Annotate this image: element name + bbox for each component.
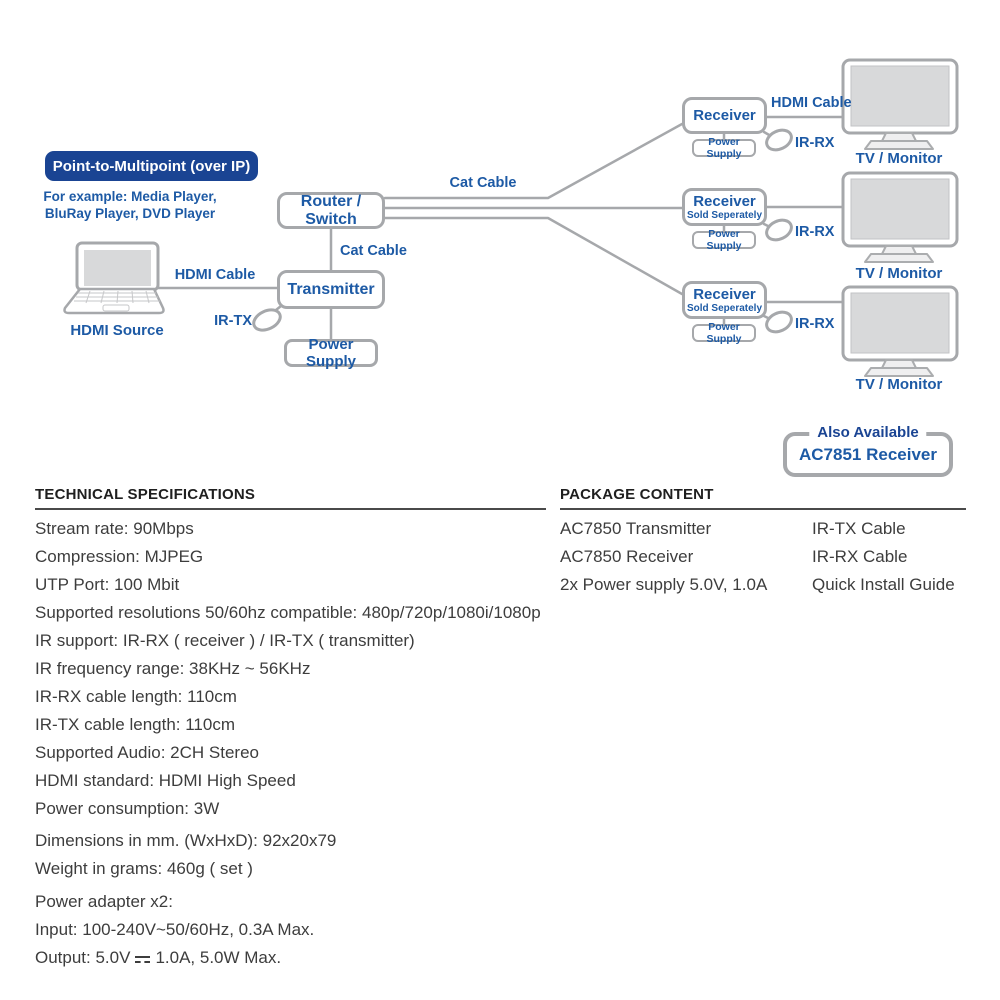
ir-tx-dongle	[252, 308, 282, 332]
receiver3-power-supply-box: Power Supply	[692, 321, 756, 345]
spec-line: Power adapter x2:	[35, 892, 173, 911]
receiver1-power-supply-box: Power Supply	[692, 136, 756, 160]
tv-screen	[850, 292, 950, 354]
specs-divider	[35, 508, 546, 510]
laptop-keyboard	[74, 290, 160, 304]
tv-monitor-label-2: TV / Monitor	[855, 265, 943, 282]
spec-line: Supported Audio: 2CH Stereo	[35, 743, 259, 762]
tv-stand-neck	[881, 245, 917, 255]
laptop-screen	[84, 250, 151, 286]
output-suffix: 1.0A, 5.0W Max.	[155, 948, 282, 967]
spec-line: IR-TX cable length: 110cm	[35, 715, 235, 734]
ir-rx-dongle-3	[765, 310, 793, 334]
spec-line-output: Output: 5.0V 1.0A, 5.0W Max.	[35, 944, 314, 972]
receiver-box-2: Receiver Sold Seperately	[682, 188, 767, 226]
spec-line: Weight in grams: 460g ( set )	[35, 859, 253, 878]
example-line-2: BluRay Player, DVD Player	[44, 206, 216, 221]
tv-stand-base	[864, 253, 934, 263]
output-prefix: Output: 5.0V	[35, 948, 131, 967]
also-available-legend: Also Available	[809, 424, 927, 441]
transmitter-power-supply-box: Power Supply	[284, 336, 378, 370]
receiver-title: Receiver	[693, 106, 756, 124]
receiver-subtitle: Sold Seperately	[686, 209, 763, 221]
transmitter-box: Transmitter	[277, 270, 385, 309]
tv-illustration-1	[841, 58, 959, 150]
specs-list: Stream rate: 90Mbps Compression: MJPEG U…	[35, 515, 541, 883]
ir-rx-label-2: IR-RX	[795, 224, 835, 240]
package-list-right: IR-TX Cable IR-RX Cable Quick Install Gu…	[812, 515, 955, 599]
source-examples: For example: Media Player, BluRay Player…	[25, 188, 235, 222]
dc-symbol	[135, 954, 151, 964]
tv-screen	[850, 65, 950, 127]
tv-monitor-label-1: TV / Monitor	[855, 150, 943, 167]
receiver-box-1: Receiver	[682, 97, 767, 134]
connection-diagram-artwork	[63, 58, 959, 377]
spec-line: Supported resolutions 50/60hz compatible…	[35, 603, 541, 622]
cable-router-to-receiver3	[383, 216, 684, 296]
also-available-product: AC7851 Receiver	[799, 445, 937, 464]
spec-line: IR-RX cable length: 110cm	[35, 687, 237, 706]
ir-tx-label: IR-TX	[214, 313, 252, 329]
cable-router-to-receiver1	[383, 122, 684, 200]
package-item: 2x Power supply 5.0V, 1.0A	[560, 575, 768, 594]
receiver-subtitle: Sold Seperately	[686, 302, 763, 314]
package-item: Quick Install Guide	[812, 575, 955, 594]
tv-stand-base	[864, 367, 934, 377]
receiver2-power-supply-box: Power Supply	[692, 228, 756, 252]
tv-monitor-label-3: TV / Monitor	[855, 376, 943, 393]
technical-specifications-heading: TECHNICAL SPECIFICATIONS	[35, 486, 256, 503]
spec-line: Power consumption: 3W	[35, 799, 220, 818]
ir-rx-dongle-2	[765, 218, 793, 242]
cat-cable-label-vertical: Cat Cable	[340, 243, 407, 259]
ir-rx-label-3: IR-RX	[795, 316, 835, 332]
receiver-title: Receiver	[693, 192, 756, 210]
hdmi-cable-label-left: HDMI Cable	[174, 267, 256, 283]
cat-cable-label-horizontal: Cat Cable	[449, 175, 517, 191]
spec-line: Stream rate: 90Mbps	[35, 519, 194, 538]
package-content-heading: PACKAGE CONTENT	[560, 486, 714, 503]
example-line-1: For example: Media Player,	[43, 189, 217, 204]
spec-line: HDMI standard: HDMI High Speed	[35, 771, 296, 790]
spec-line: IR support: IR-RX ( receiver ) / IR-TX (…	[35, 631, 415, 650]
receiver-box-3: Receiver Sold Seperately	[682, 281, 767, 319]
ir-rx-label-1: IR-RX	[795, 135, 835, 151]
tv-stand-base	[864, 140, 934, 150]
router-switch-box: Router / Switch	[277, 192, 385, 229]
package-item: AC7850 Transmitter	[560, 519, 712, 538]
hdmi-cable-label-right: HDMI Cable	[771, 95, 852, 111]
spec-line: UTP Port: 100 Mbit	[35, 575, 180, 594]
also-available-box: Also Available AC7851 Receiver	[783, 424, 953, 477]
laptop-trackpad	[102, 304, 130, 312]
spec-line: Compression: MJPEG	[35, 547, 204, 566]
power-adapter-block: Power adapter x2: Input: 100-240V~50/60H…	[35, 888, 314, 972]
package-item: AC7850 Receiver	[560, 547, 694, 566]
tv-stand-neck	[881, 132, 917, 142]
package-item: IR-RX Cable	[812, 547, 908, 566]
spec-line: Input: 100-240V~50/60Hz, 0.3A Max.	[35, 920, 315, 939]
tv-illustration-2	[841, 171, 959, 263]
package-item: IR-TX Cable	[812, 519, 906, 538]
package-divider	[560, 508, 966, 510]
laptop-illustration	[63, 241, 165, 315]
package-list-left: AC7850 Transmitter AC7850 Receiver 2x Po…	[560, 515, 767, 599]
spec-line: Dimensions in mm. (WxHxD): 92x20x79	[35, 831, 337, 850]
receiver-title: Receiver	[693, 285, 756, 303]
spec-line: IR frequency range: 38KHz ~ 56KHz	[35, 659, 311, 678]
hdmi-source-label: HDMI Source	[70, 322, 164, 339]
tv-illustration-3	[841, 285, 959, 377]
diagram-title-badge: Point-to-Multipoint (over IP)	[45, 151, 258, 181]
tv-stand-neck	[881, 359, 917, 369]
ir-rx-dongle-1	[765, 128, 793, 152]
tv-screen	[850, 178, 950, 240]
